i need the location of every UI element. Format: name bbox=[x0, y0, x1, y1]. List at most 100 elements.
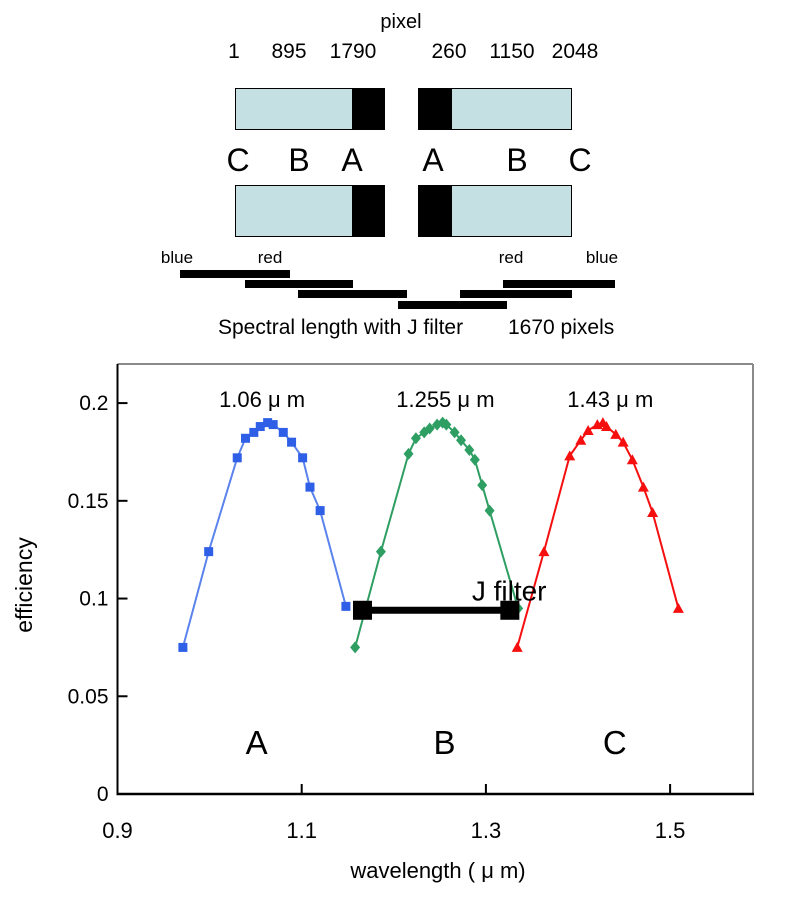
band-letter: C bbox=[568, 142, 592, 178]
data-point-diamond bbox=[424, 422, 435, 435]
detector-active-area bbox=[452, 186, 571, 236]
data-point-square bbox=[278, 427, 288, 437]
data-point-diamond bbox=[375, 545, 386, 558]
band-zone-label: A bbox=[246, 724, 268, 761]
pixel-number: 260 bbox=[431, 40, 467, 63]
data-point-square bbox=[204, 547, 214, 557]
data-point-diamond bbox=[456, 434, 467, 447]
red-end-label: red bbox=[498, 248, 524, 267]
pixel-number: 895 bbox=[271, 40, 307, 63]
detector-masked-area bbox=[352, 89, 384, 129]
data-point-diamond bbox=[469, 453, 480, 466]
data-point-square bbox=[232, 453, 242, 463]
data-point-square bbox=[268, 420, 278, 430]
detector-masked-area bbox=[419, 186, 452, 236]
x-tick-label: 1.1 bbox=[286, 818, 317, 843]
detector-active-area bbox=[452, 89, 571, 129]
spectrum-bar bbox=[460, 290, 572, 298]
band-zone-label: B bbox=[433, 724, 455, 761]
detector-masked-area bbox=[352, 186, 384, 236]
x-tick-label: 1.3 bbox=[471, 818, 502, 843]
j-filter-annotation: J filter bbox=[352, 575, 547, 620]
spectrum-bar bbox=[180, 270, 290, 278]
j-filter-bar-end bbox=[352, 600, 372, 620]
data-point-triangle bbox=[575, 434, 587, 445]
data-point-square bbox=[255, 422, 265, 432]
data-point-diamond bbox=[449, 426, 460, 439]
detector-array-bottom-left bbox=[235, 185, 385, 237]
j-filter-bar-end bbox=[500, 600, 520, 620]
x-tick-label: 1.5 bbox=[655, 818, 686, 843]
data-point-triangle bbox=[564, 450, 576, 461]
y-axis-title: efficiency bbox=[11, 537, 37, 633]
detector-array-bottom-right bbox=[418, 185, 572, 237]
data-point-square bbox=[305, 482, 315, 492]
spectrum-bar bbox=[298, 290, 407, 298]
peak-wavelength-label: 1.06 μ m bbox=[219, 387, 305, 412]
peak-wavelength-label: 1.43 μ m bbox=[567, 387, 653, 412]
detector-array-top-left bbox=[235, 88, 385, 130]
detector-active-area bbox=[236, 186, 352, 236]
data-point-triangle bbox=[647, 507, 659, 518]
series-B: 1.255 μ m B bbox=[350, 387, 524, 761]
data-point-triangle bbox=[582, 424, 594, 435]
spectrum-bar bbox=[398, 301, 507, 309]
pixel-number: 1150 bbox=[489, 40, 535, 63]
data-point-triangle bbox=[538, 546, 550, 557]
data-point-triangle bbox=[617, 436, 629, 447]
spectrum-bar bbox=[503, 280, 615, 288]
band-letter: B bbox=[288, 142, 310, 178]
data-point-diamond bbox=[410, 432, 421, 445]
data-point-diamond bbox=[441, 418, 452, 431]
data-point-diamond bbox=[484, 504, 495, 517]
pixel-axis-title: pixel bbox=[380, 11, 422, 33]
j-filter-label: J filter bbox=[472, 575, 547, 606]
data-point-diamond bbox=[403, 447, 414, 460]
detector-masked-area bbox=[419, 89, 452, 129]
data-point-square bbox=[249, 427, 259, 437]
series-A: 1.06 μ m A bbox=[178, 387, 351, 761]
series-C: 1.43 μ m C bbox=[511, 387, 684, 761]
data-point-square bbox=[263, 418, 273, 428]
y-tick-label: 0.15 bbox=[68, 490, 109, 513]
spectral-length-value: 1670 pixels bbox=[508, 316, 615, 339]
y-tick-label: 0 bbox=[97, 783, 109, 806]
data-point-square bbox=[178, 642, 188, 652]
data-point-square bbox=[298, 453, 308, 463]
data-point-diamond bbox=[350, 641, 361, 654]
blue-end-label: blue bbox=[585, 248, 619, 267]
y-tick-label: 0.2 bbox=[79, 392, 108, 415]
spectral-length-caption: Spectral length with J filter bbox=[218, 316, 464, 339]
pixel-number: 1790 bbox=[329, 40, 377, 63]
data-point-diamond bbox=[477, 479, 488, 492]
data-point-square bbox=[315, 506, 325, 516]
x-tick-label: 0.9 bbox=[102, 818, 133, 843]
data-point-diamond bbox=[464, 444, 475, 456]
data-point-triangle bbox=[626, 454, 638, 465]
data-point-square bbox=[341, 601, 351, 611]
pixel-number: 1 bbox=[228, 40, 240, 63]
data-point-triangle bbox=[601, 421, 613, 432]
data-point-triangle bbox=[511, 641, 523, 652]
y-tick-label: 0.1 bbox=[79, 588, 108, 611]
series-line bbox=[181, 421, 347, 648]
blue-end-label: blue bbox=[160, 248, 194, 267]
red-end-label: red bbox=[257, 248, 283, 267]
x-axis-title: wavelength ( μ m) bbox=[349, 858, 525, 883]
detector-array-top-right bbox=[418, 88, 572, 130]
band-zone-label: C bbox=[603, 724, 627, 761]
band-letter: C bbox=[226, 142, 250, 178]
peak-wavelength-label: 1.255 μ m bbox=[396, 387, 494, 412]
band-letter: A bbox=[341, 142, 363, 178]
band-letter: A bbox=[422, 142, 444, 178]
data-point-square bbox=[241, 433, 251, 443]
data-point-square bbox=[287, 437, 297, 447]
detector-active-area bbox=[236, 89, 352, 129]
data-point-triangle bbox=[610, 428, 622, 439]
series-line bbox=[516, 421, 680, 648]
data-point-triangle bbox=[672, 602, 684, 613]
band-letter: B bbox=[506, 142, 528, 178]
spectrum-bar bbox=[245, 280, 353, 288]
